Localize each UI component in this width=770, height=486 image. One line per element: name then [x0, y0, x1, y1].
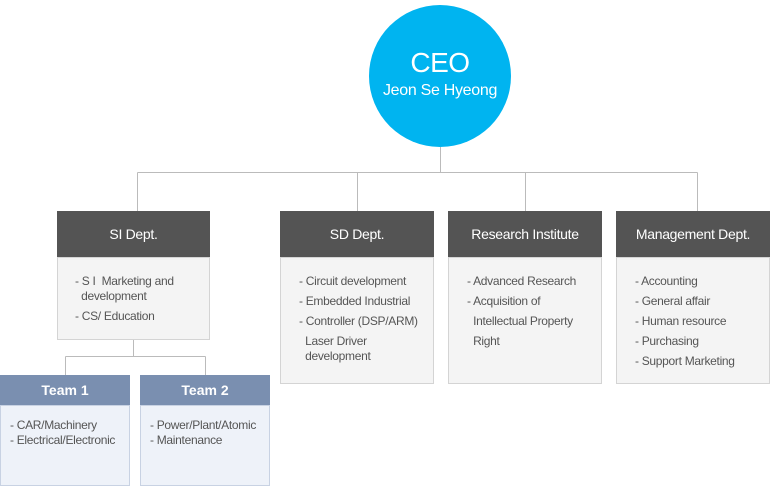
si-dept-header: SI Dept. — [57, 211, 210, 257]
team1-body: - CAR/Machinery - Electrical/Electronic — [0, 405, 130, 486]
management-item: - General affair — [635, 294, 711, 308]
sd-dept-item: development — [299, 349, 371, 363]
research-item: Intellectual Property — [467, 314, 573, 328]
research-item: - Advanced Research — [467, 274, 577, 288]
research-institute-label: Research Institute — [471, 226, 579, 242]
team2-item: - Maintenance — [150, 433, 223, 447]
si-dept-item: - S I Marketing and — [75, 274, 174, 288]
sd-dept-item: - Embedded Industrial — [299, 294, 411, 308]
ceo-name: Jeon Se Hyeong — [382, 82, 498, 99]
team2-header: Team 2 — [140, 375, 270, 405]
team1-item: - CAR/Machinery — [10, 418, 97, 432]
si-dept-item: - CS/ Education — [75, 309, 155, 323]
si-dept-body: - S I Marketing and development - CS/ Ed… — [57, 257, 210, 340]
management-dept-label: Management Dept. — [635, 226, 751, 242]
sd-dept-header: SD Dept. — [280, 211, 434, 257]
ceo-title: CEO — [410, 47, 470, 78]
team2-label: Team 2 — [181, 382, 229, 398]
team1-header: Team 1 — [0, 375, 130, 405]
ceo-node: CEO Jeon Se Hyeong — [369, 5, 511, 147]
research-institute-body: - Advanced Research - Acquisition of Int… — [448, 257, 602, 384]
sd-dept-item: - Controller (DSP/ARM) — [299, 314, 418, 328]
si-dept-label: SI Dept. — [109, 226, 158, 242]
research-item: - Acquisition of — [467, 294, 541, 308]
research-institute-header: Research Institute — [448, 211, 602, 257]
team1-label: Team 1 — [41, 382, 89, 398]
si-dept-item: development — [75, 289, 147, 303]
sd-dept-item: Laser Driver — [299, 334, 367, 348]
sd-dept-body: - Circuit development - Embedded Industr… — [280, 257, 434, 384]
management-item: - Support Marketing — [635, 354, 735, 368]
sd-dept-label: SD Dept. — [329, 226, 385, 242]
team2-body: - Power/Plant/Atomic - Maintenance — [140, 405, 270, 486]
team2-item: - Power/Plant/Atomic — [150, 418, 257, 432]
team1-item: - Electrical/Electronic — [10, 433, 116, 447]
sd-dept-item: - Circuit development — [299, 274, 407, 288]
management-dept-header: Management Dept. — [616, 211, 770, 257]
management-dept-body: - Accounting - General affair - Human re… — [616, 257, 770, 384]
research-item: Right — [467, 334, 500, 348]
management-item: - Human resource — [635, 314, 727, 328]
management-item: - Accounting — [635, 274, 698, 288]
management-item: - Purchasing — [635, 334, 699, 348]
